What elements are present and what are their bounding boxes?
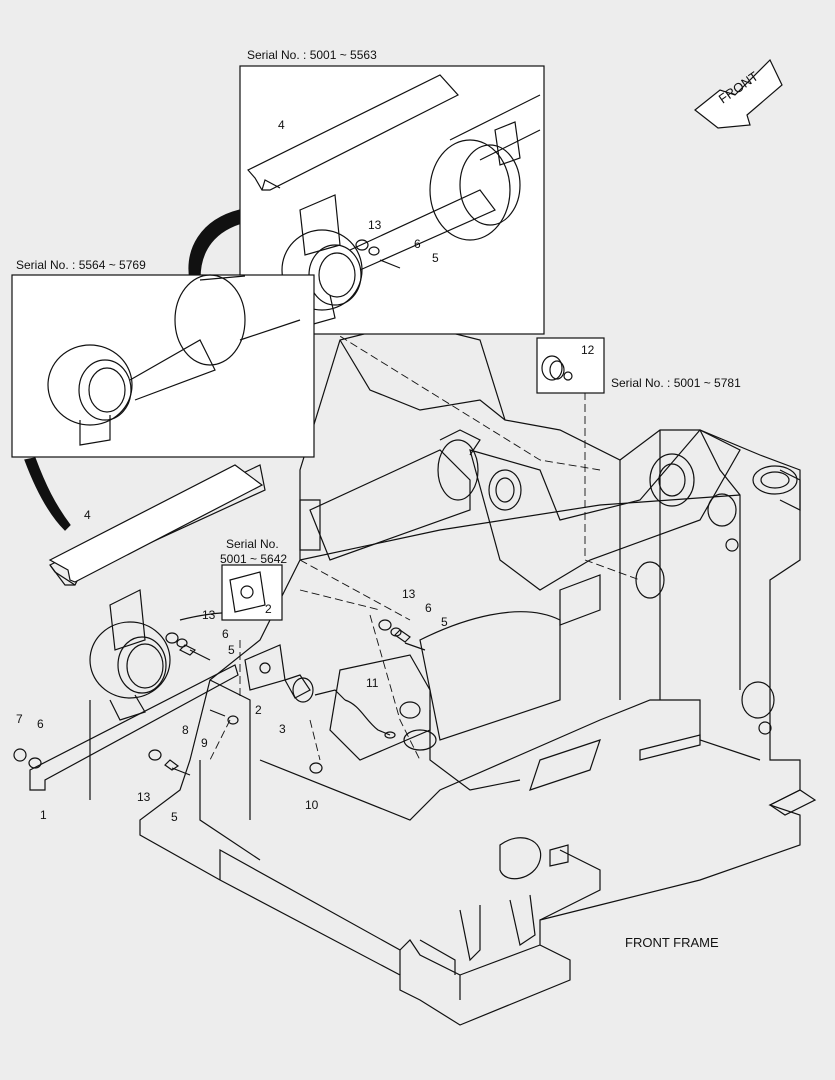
callout-6b: 6 bbox=[222, 627, 229, 641]
callout-6a: 6 bbox=[414, 237, 421, 251]
callout-9: 9 bbox=[201, 736, 208, 750]
callout-10: 10 bbox=[305, 798, 319, 812]
serial-label-small-2: 5001 ~ 5642 bbox=[220, 552, 288, 566]
callout-13a: 13 bbox=[368, 218, 382, 232]
callout-4a: 4 bbox=[278, 118, 285, 132]
callout-2a: 2 bbox=[265, 602, 272, 616]
boom-arm bbox=[469, 429, 741, 591]
serial-label-small-1: Serial No. bbox=[226, 537, 279, 551]
guard-cover-4-lower bbox=[48, 464, 264, 583]
callout-13c: 13 bbox=[402, 587, 416, 601]
serial-label-left: Serial No. : 5564 ~ 5769 bbox=[16, 258, 146, 272]
callout-2b: 2 bbox=[255, 703, 262, 717]
callout-4b: 4 bbox=[84, 508, 91, 522]
bracket-1 bbox=[29, 664, 239, 791]
callout-8: 8 bbox=[182, 723, 189, 737]
callout-5a: 5 bbox=[432, 251, 439, 265]
callout-6d: 6 bbox=[37, 717, 44, 731]
front-arrow-icon bbox=[694, 58, 783, 129]
callout-13b: 13 bbox=[202, 608, 216, 622]
callout-1: 1 bbox=[40, 808, 47, 822]
main-lift-cylinder bbox=[309, 449, 471, 561]
serial-label-top: Serial No. : 5001 ~ 5563 bbox=[247, 48, 377, 62]
callout-12: 12 bbox=[581, 343, 595, 357]
front-frame-title: FRONT FRAME bbox=[625, 935, 719, 950]
callout-13d: 13 bbox=[137, 790, 151, 804]
serial-label-right: Serial No. : 5001 ~ 5781 bbox=[611, 376, 741, 390]
callout-7: 7 bbox=[16, 712, 23, 726]
callout-5b: 5 bbox=[228, 643, 235, 657]
callout-6c: 6 bbox=[425, 601, 432, 615]
callout-3: 3 bbox=[279, 722, 286, 736]
callout-5d: 5 bbox=[171, 810, 178, 824]
callout-11: 11 bbox=[366, 676, 379, 690]
callout-5c: 5 bbox=[441, 615, 448, 629]
inset-left bbox=[11, 274, 315, 458]
